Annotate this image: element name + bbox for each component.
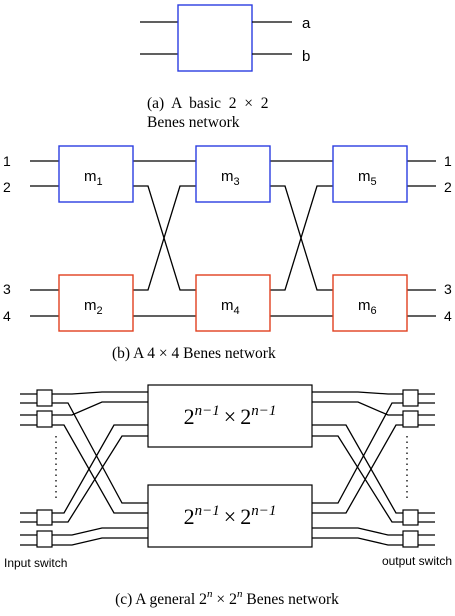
wire-c-left <box>52 401 148 416</box>
caption-b: (b) A 4 × 4 Benes network <box>112 345 276 362</box>
panel-a: a b (a) A basic 2 × 2 Benes network <box>140 4 311 131</box>
switch-m3 <box>195 145 271 203</box>
wire-m4-m5 <box>270 185 333 291</box>
wire-c-right <box>312 401 403 416</box>
basic-switch-box <box>177 4 253 72</box>
wire-c-right <box>312 527 403 536</box>
sub-network-top-label: 2n−1×2n−1 <box>184 403 277 429</box>
input-label-2: 2 <box>3 179 11 195</box>
sub-network-top <box>147 384 313 448</box>
input-switch <box>36 509 53 526</box>
wire-c-left <box>52 424 148 514</box>
output-label-a: a <box>302 15 311 32</box>
switch-m5 <box>332 145 408 203</box>
wire-c-left <box>52 391 148 395</box>
wire-c-left <box>52 424 148 514</box>
switch-label-m2: m2 <box>84 297 103 317</box>
caption-c: (c) A general 2n × 2n Benes network <box>115 588 339 608</box>
output-label-2: 2 <box>444 179 452 195</box>
output-switch <box>402 530 419 548</box>
sub-network-bottom <box>147 484 313 548</box>
switch-label-m3: m3 <box>221 168 240 188</box>
switch-m2 <box>58 274 134 332</box>
output-switch <box>402 410 419 428</box>
wire-c-left <box>52 527 148 536</box>
switch-label-m5: m5 <box>358 168 377 188</box>
wire-m2-m3 <box>133 185 196 291</box>
input-switch <box>36 530 53 548</box>
caption-a-line2: Benes network <box>147 114 240 131</box>
switch-label-m1: m1 <box>84 168 103 188</box>
input-switch <box>36 410 53 428</box>
output-label-4: 4 <box>444 308 452 324</box>
caption-a-line1: (a) A basic 2 × 2 <box>147 95 269 112</box>
panel-b: 1 2 3 4 m1 m2 m3 m4 m5 <box>3 145 452 362</box>
switch-m1 <box>58 145 134 203</box>
input-switch-label: Input switch <box>4 556 67 570</box>
input-switch <box>36 389 53 407</box>
input-label-4: 4 <box>3 308 11 324</box>
wire-c-right <box>312 424 403 514</box>
output-label-1: 1 <box>444 153 452 169</box>
output-label-3: 3 <box>444 281 452 297</box>
wire-c-right <box>312 424 403 514</box>
switch-label-m6: m6 <box>358 297 377 317</box>
output-switch <box>402 509 419 526</box>
output-switch <box>402 389 419 407</box>
wire-c-right <box>312 402 403 504</box>
input-label-3: 3 <box>3 281 11 297</box>
wire-c-left <box>52 435 148 523</box>
switch-label-m4: m4 <box>221 297 240 317</box>
input-label-1: 1 <box>3 153 11 169</box>
panel-c: 2n−1×2n−1 2n−1×2n−1 Input switch output … <box>4 384 452 608</box>
output-switch-label: output switch <box>382 554 452 568</box>
wire-c-right <box>312 435 403 523</box>
sub-network-bottom-label: 2n−1×2n−1 <box>184 503 277 529</box>
wire-c-left <box>52 402 148 504</box>
wire-c-right <box>312 537 403 546</box>
switch-m4 <box>195 274 271 332</box>
wire-c-right <box>312 391 403 395</box>
wire-c-left <box>52 537 148 546</box>
switch-m6 <box>332 274 408 332</box>
output-label-b: b <box>302 48 310 65</box>
